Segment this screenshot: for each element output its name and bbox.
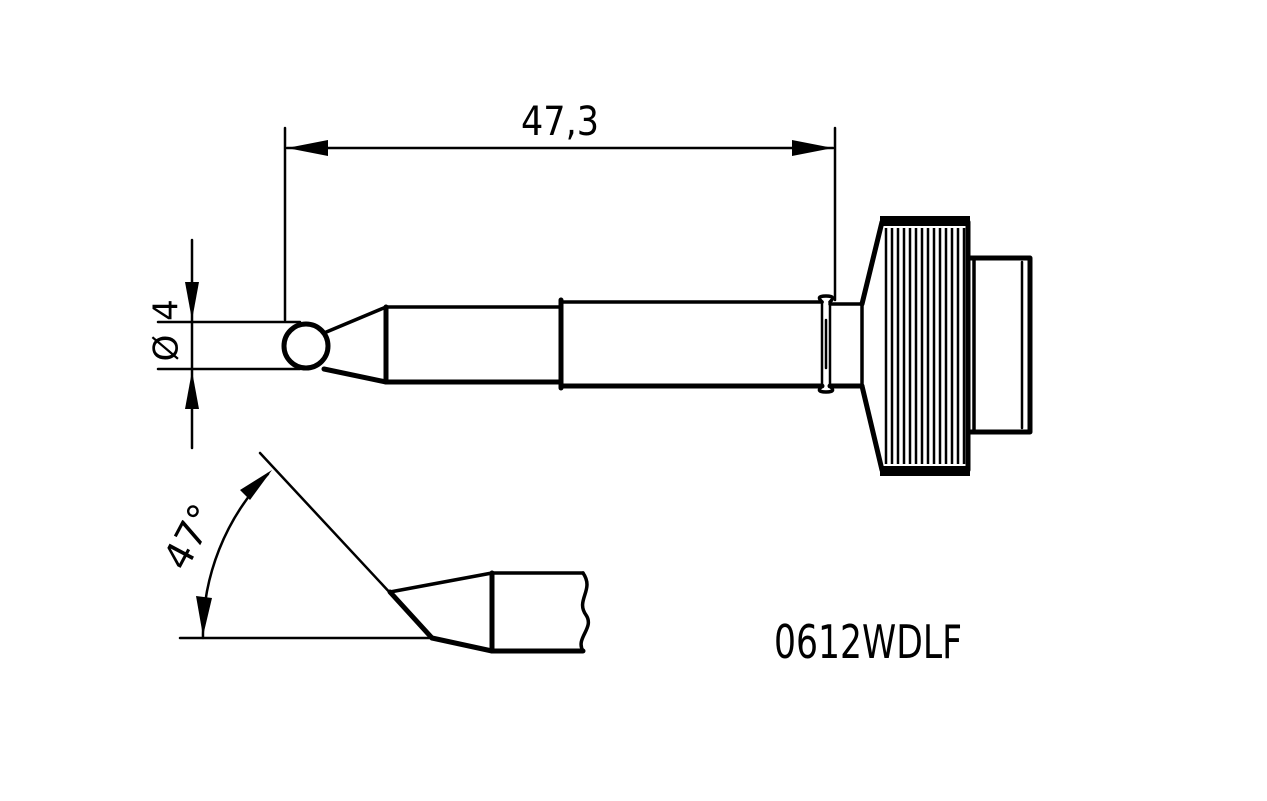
- arrowhead-bottom: [185, 371, 199, 409]
- taper-top: [322, 305, 388, 335]
- bent-tip-bottom: [429, 635, 495, 654]
- arrowhead-right: [792, 140, 833, 156]
- arrowhead-left: [287, 140, 328, 156]
- knurl-outline: [859, 219, 971, 473]
- rear-collar: [965, 255, 1033, 435]
- angle-arrow-top: [240, 470, 272, 500]
- diameter-value: 4: [147, 299, 187, 321]
- length-dimension-label: 47,3: [521, 99, 599, 145]
- break-line: [579, 571, 590, 653]
- groove-top: [817, 294, 835, 304]
- diameter-dimension: Ø 4: [147, 238, 302, 450]
- diameter-symbol: Ø: [147, 335, 187, 362]
- soldering-tip-side-view: [281, 216, 1033, 476]
- tip-ball: [281, 321, 331, 371]
- angle-arrow-bottom: [196, 596, 212, 636]
- length-dimension: 47,3: [283, 99, 837, 322]
- arrowhead-top: [185, 282, 199, 320]
- bent-tip-detail: 47°: [155, 451, 590, 654]
- bent-tip-face: [387, 589, 435, 641]
- knurl-bottom-edge: [880, 466, 970, 476]
- bent-tip-top: [388, 571, 494, 594]
- knurled-nut: [859, 216, 971, 476]
- taper-bottom: [321, 366, 389, 385]
- knurl-pattern: [884, 228, 966, 464]
- knurl-top-edge: [880, 216, 970, 226]
- groove-bottom: [817, 384, 835, 394]
- part-number: 0612WDLF: [774, 615, 962, 669]
- angle-arc: [201, 472, 270, 640]
